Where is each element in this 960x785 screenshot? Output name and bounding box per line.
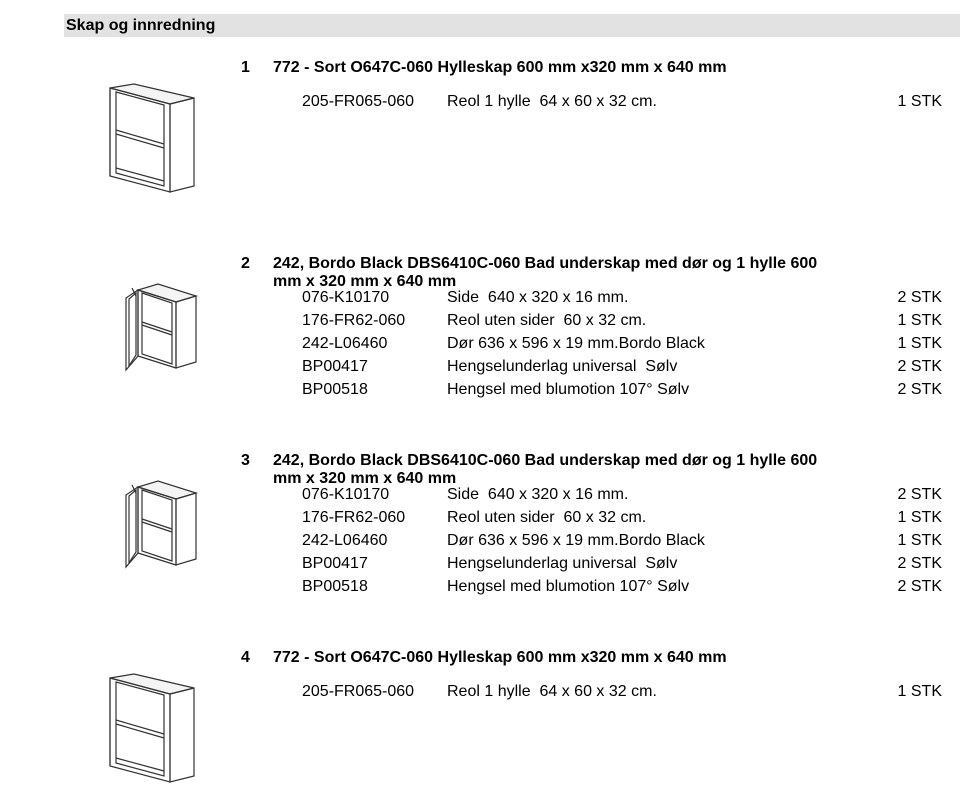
line-code: 242-L06460 [302,532,388,549]
line-code: 242-L06460 [302,335,388,352]
item-line: BP00417 Hengselunderlag universal Sølv 2… [0,355,960,378]
line-desc: Reol 1 hylle 64 x 60 x 32 cm. [447,683,657,700]
item-number: 3 [241,452,250,469]
line-qty: 2 STK [897,358,942,375]
line-qty: 2 STK [897,578,942,595]
line-desc: Dør 636 x 596 x 19 mm.Bordo Black [447,335,705,352]
item-line: 205-FR065-060 Reol 1 hylle 64 x 60 x 32 … [0,680,960,703]
item-number: 1 [241,59,250,76]
item-line: 076-K10170 Side 640 x 320 x 16 mm. 2 STK [0,286,960,309]
line-qty: 1 STK [897,683,942,700]
item-line: 176-FR62-060 Reol uten sider 60 x 32 cm.… [0,506,960,529]
item-line: BP00518 Hengsel med blumotion 107° Sølv … [0,378,960,401]
line-code: BP00518 [302,578,368,595]
open-shelf-cabinet-drawing-icon [109,673,195,783]
cabinet-with-open-door-drawing-icon [125,480,199,569]
item-title: 772 - Sort O647C-060 Hylleskap 600 mm x3… [273,649,727,666]
line-qty: 2 STK [897,486,942,503]
line-qty: 1 STK [897,532,942,549]
item-number: 4 [241,649,250,666]
line-code: 176-FR62-060 [302,312,406,329]
line-qty: 1 STK [897,312,942,329]
line-code: 205-FR065-060 [302,683,415,700]
line-desc: Side 640 x 320 x 16 mm. [447,289,629,306]
item-title: 242, Bordo Black DBS6410C-060 Bad unders… [273,452,818,487]
item-line: 242-L06460 Dør 636 x 596 x 19 mm.Bordo B… [0,332,960,355]
line-desc: Side 640 x 320 x 16 mm. [447,486,629,503]
item-line: 176-FR62-060 Reol uten sider 60 x 32 cm.… [0,309,960,332]
line-code: BP00518 [302,381,368,398]
line-qty: 2 STK [897,555,942,572]
item-line: 242-L06460 Dør 636 x 596 x 19 mm.Bordo B… [0,529,960,552]
line-qty: 2 STK [897,289,942,306]
line-desc: Dør 636 x 596 x 19 mm.Bordo Black [447,532,705,549]
item-line: BP00417 Hengselunderlag universal Sølv 2… [0,552,960,575]
section-header: Skap og innredning [64,14,960,37]
item-title: 772 - Sort O647C-060 Hylleskap 600 mm x3… [273,59,727,76]
line-code: 176-FR62-060 [302,509,406,526]
line-desc: Reol uten sider 60 x 32 cm. [447,312,647,329]
item-line: BP00518 Hengsel med blumotion 107° Sølv … [0,575,960,598]
line-desc: Reol 1 hylle 64 x 60 x 32 cm. [447,93,657,110]
line-desc: Hengselunderlag universal Sølv [447,358,678,375]
item-title: 242, Bordo Black DBS6410C-060 Bad unders… [273,255,818,290]
line-desc: Hengsel med blumotion 107° Sølv [447,578,690,595]
item-number: 2 [241,255,250,272]
section-title: Skap og innredning [66,17,216,34]
line-desc: Reol uten sider 60 x 32 cm. [447,509,647,526]
item-line: 205-FR065-060 Reol 1 hylle 64 x 60 x 32 … [0,90,960,113]
line-code: 076-K10170 [302,486,390,503]
open-shelf-cabinet-drawing-icon [109,83,195,193]
line-code: BP00417 [302,555,368,572]
line-qty: 1 STK [897,93,942,110]
line-desc: Hengsel med blumotion 107° Sølv [447,381,690,398]
line-desc: Hengselunderlag universal Sølv [447,555,678,572]
item-line: 076-K10170 Side 640 x 320 x 16 mm. 2 STK [0,483,960,506]
line-qty: 1 STK [897,509,942,526]
line-qty: 2 STK [897,381,942,398]
line-code: 076-K10170 [302,289,390,306]
line-code: BP00417 [302,358,368,375]
cabinet-with-open-door-drawing-icon [125,283,199,372]
line-code: 205-FR065-060 [302,93,415,110]
line-qty: 1 STK [897,335,942,352]
